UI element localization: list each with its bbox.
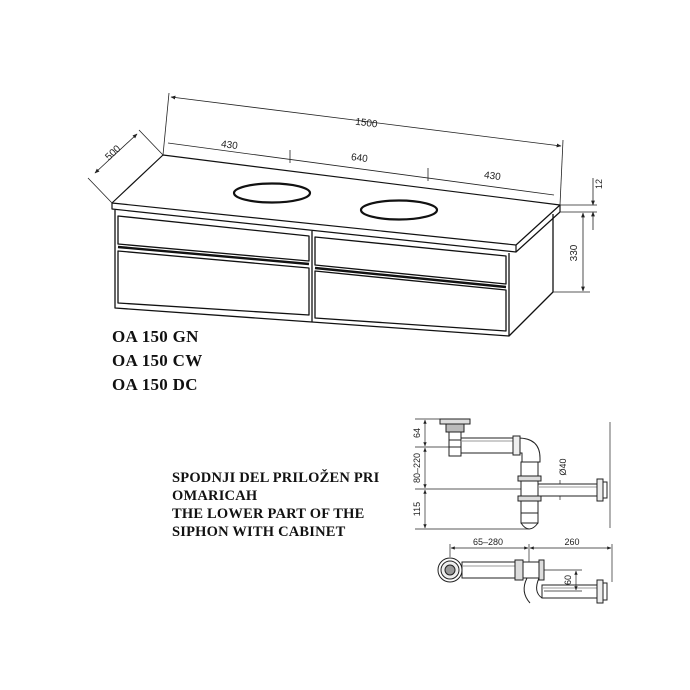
siphon-side-view (415, 418, 611, 530)
drawer-top-left (117, 215, 310, 262)
model-code: OA 150 GN (112, 327, 199, 346)
right-basin (359, 199, 439, 221)
dim-siphon-top: 64 (412, 428, 422, 438)
dim-siphon-range-upper: 80–220 (412, 453, 422, 483)
siphon-note-line: SPODNJI DEL PRILOŽEN PRI (172, 470, 380, 486)
countertop-front-edge (111, 203, 517, 253)
drawer-bottom-right (314, 270, 507, 332)
siphon-note-line: OMARICAH (172, 488, 258, 504)
dim-overall-width: 1500 (355, 117, 379, 131)
dim-plan-length: 260 (564, 537, 579, 547)
dim-left-segment: 430 (220, 139, 238, 152)
countertop-top-face (111, 154, 561, 246)
model-code: OA 150 DC (112, 375, 198, 394)
cabinet-drawing (111, 154, 561, 337)
siphon-plan-view (437, 544, 613, 604)
dim-middle-segment: 640 (350, 152, 368, 165)
drawer-top-right (314, 236, 507, 285)
model-code: OA 150 CW (112, 351, 203, 370)
dim-top-thickness: 12 (594, 179, 604, 189)
cabinet-dimension-lines (87, 92, 597, 293)
siphon-note-line: SIPHON WITH CABINET (172, 524, 346, 540)
drawer-bottom-left (117, 250, 310, 316)
dim-right-segment: 430 (483, 170, 501, 183)
left-basin (232, 182, 312, 204)
dim-depth: 500 (103, 143, 123, 163)
dim-plan-offset: 60 (563, 575, 573, 585)
dim-siphon-lower-height: 115 (412, 502, 422, 516)
siphon-note-line: THE LOWER PART OF THE (172, 506, 365, 522)
dim-pipe-diameter: Ø40 (558, 458, 568, 475)
dim-plan-range: 65–280 (473, 537, 503, 547)
dim-height: 330 (569, 244, 580, 261)
siphon-dimension-labels: 64 80–220 115 Ø40 65–280 260 60 (412, 428, 580, 585)
